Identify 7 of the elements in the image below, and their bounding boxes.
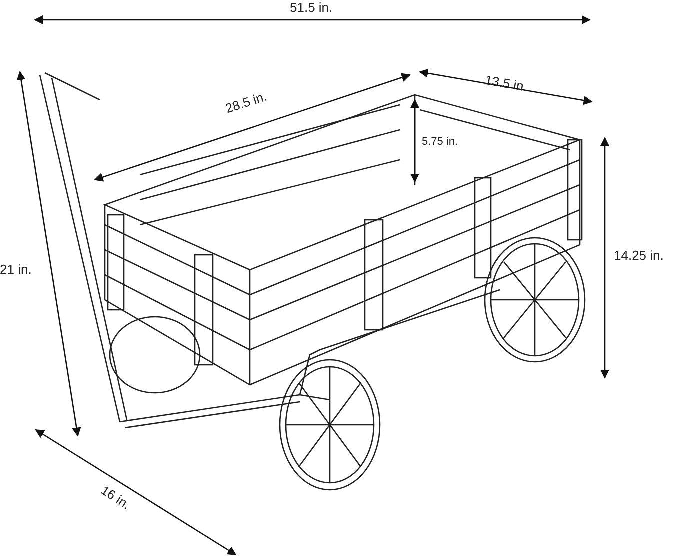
dimension-label: 21 in.: [0, 262, 32, 277]
dimension-label: 51.5 in.: [290, 0, 333, 15]
dimension-label: 5.75 in.: [422, 135, 458, 150]
dimension-label: 16 in.: [98, 482, 134, 512]
dimension-label: 28.5 in.: [224, 88, 269, 116]
dimension-label: 13.5 in.: [484, 72, 529, 95]
dimension-label: 14.25 in.: [614, 248, 664, 263]
